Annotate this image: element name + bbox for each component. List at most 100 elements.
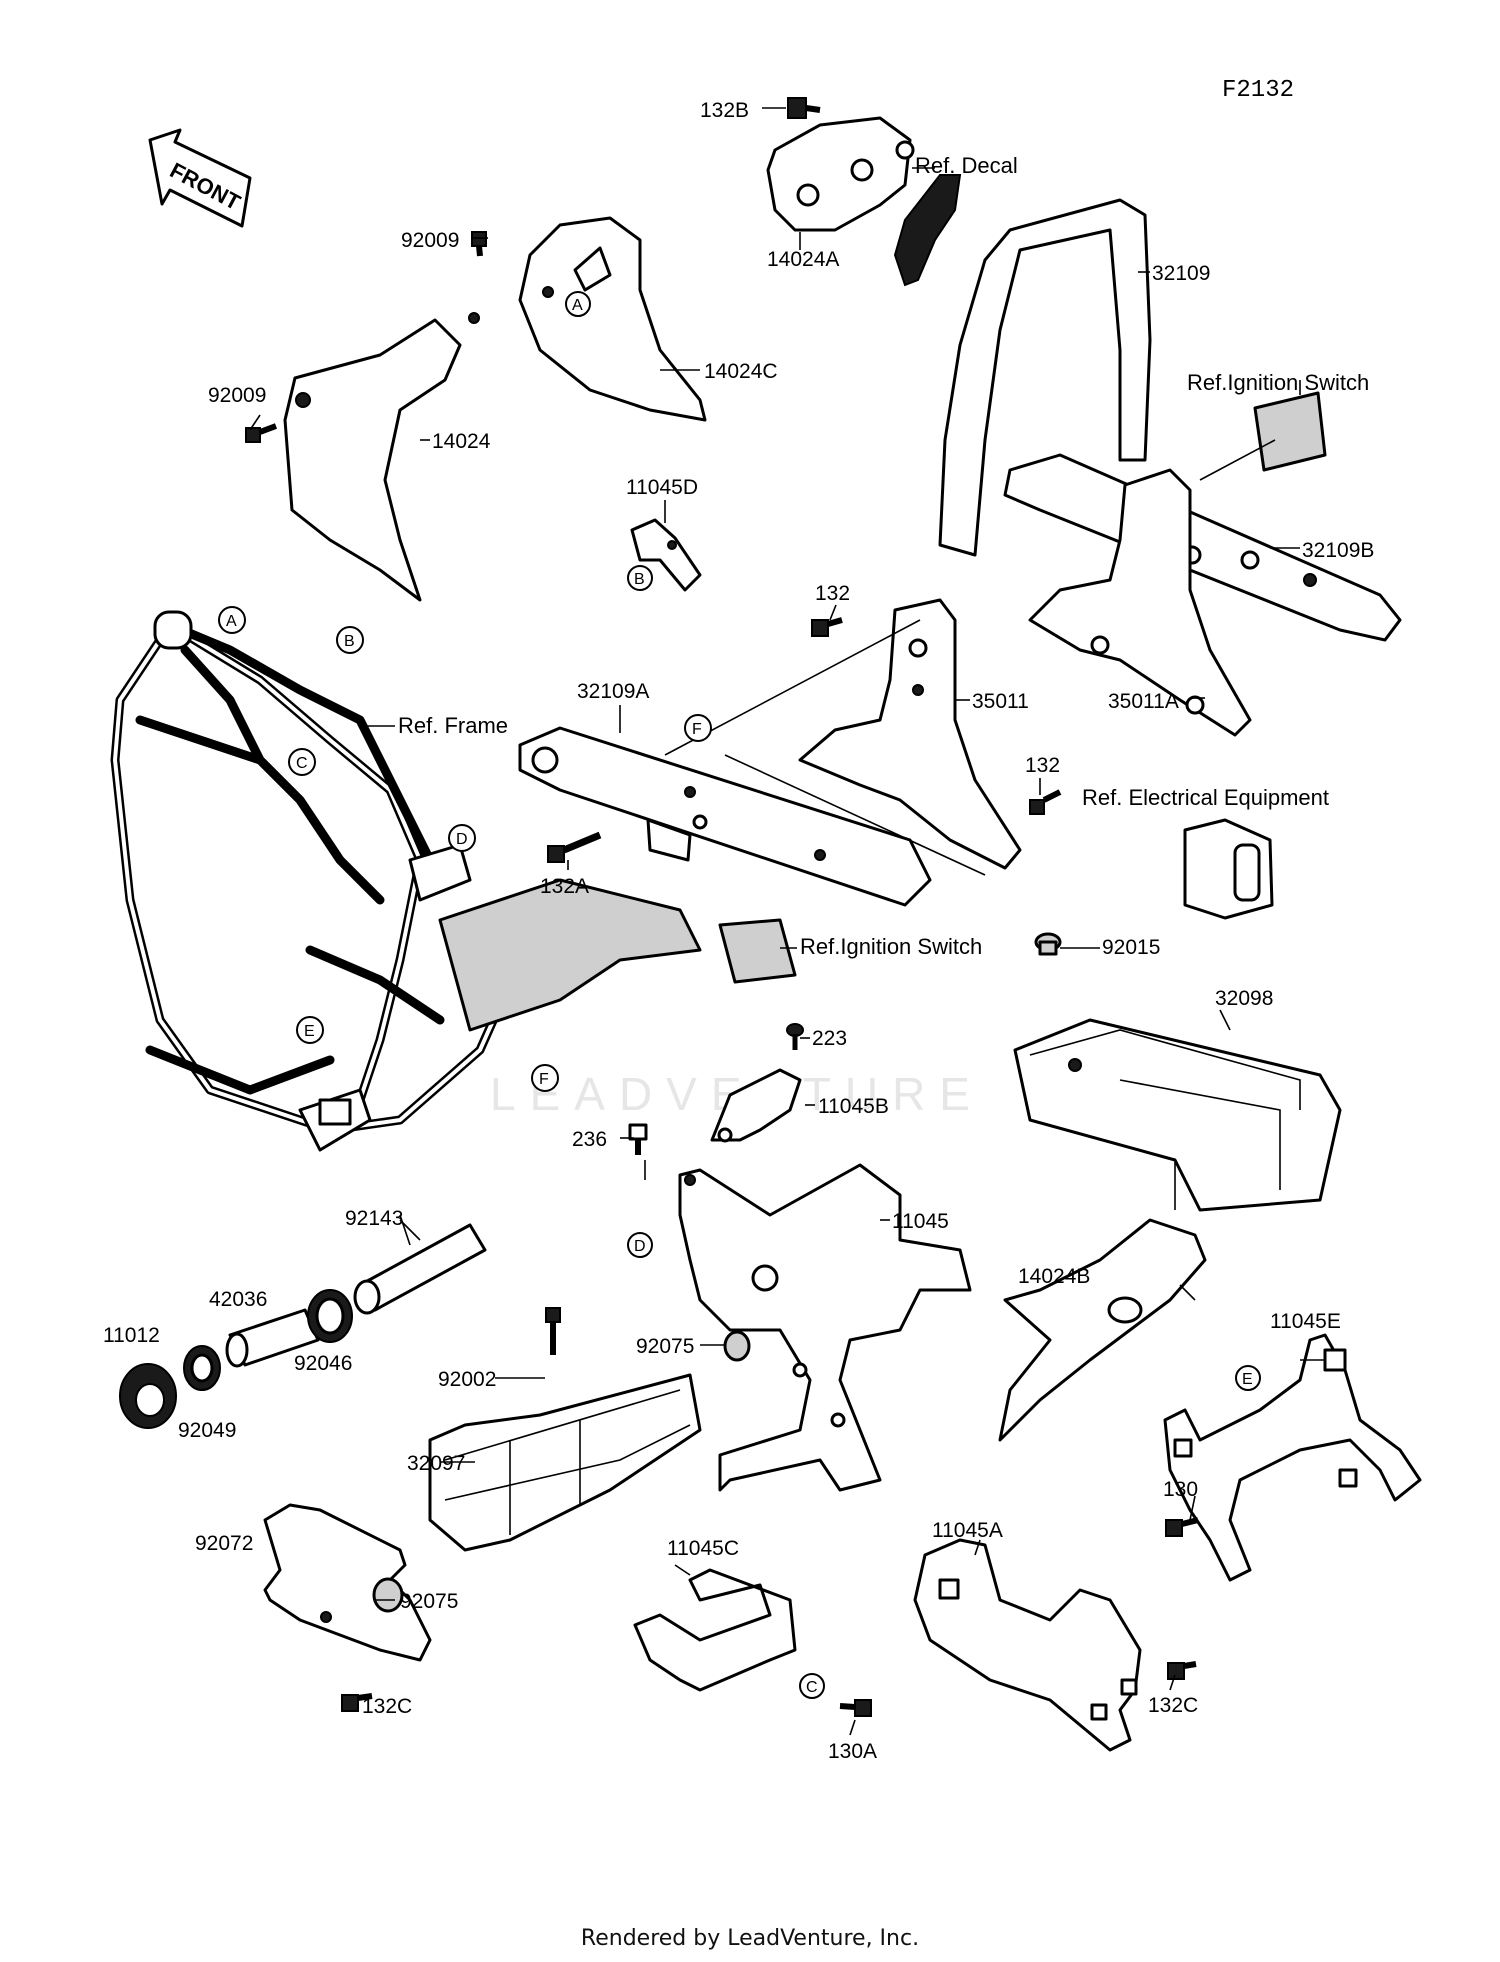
svg-text:E: E [304, 1023, 315, 1040]
decal [893, 174, 962, 287]
fastener-130 [1165, 1517, 1199, 1537]
fastener-92009-a [471, 231, 487, 257]
label-92075-a: 92075 [636, 1335, 694, 1358]
label-ref-decal: Ref. Decal [915, 153, 1018, 178]
label-92143: 92143 [345, 1207, 403, 1230]
label-14024B: 14024B [1018, 1265, 1090, 1288]
plate-35011A [1028, 468, 1252, 737]
label-92049: 92049 [178, 1419, 236, 1442]
label-11045: 11045 [892, 1210, 949, 1233]
label-132-b: 132 [1025, 754, 1060, 777]
bar-32109A [518, 726, 932, 907]
label-32109: 32109 [1152, 262, 1210, 285]
label-35011: 35011 [972, 690, 1029, 713]
svg-text:F: F [539, 1071, 549, 1088]
bracket-11045D [630, 518, 702, 592]
marker-E-1: E [296, 1016, 324, 1044]
label-132C-a: 132C [362, 1695, 412, 1718]
bracket-92072 [263, 1503, 432, 1662]
marker-E-2: E [1235, 1365, 1261, 1391]
label-223: 223 [812, 1027, 847, 1050]
ignition-switch-ref-lower [718, 918, 797, 984]
fastener-92009-b [245, 423, 278, 443]
marker-A-1: A [218, 606, 246, 634]
marker-D-2: D [627, 1232, 653, 1258]
front-arrow-icon: FRONT [148, 128, 252, 228]
svg-text:E: E [1242, 1371, 1253, 1388]
figure-id: F2132 [1222, 77, 1294, 104]
svg-text:D: D [634, 1238, 646, 1255]
marker-A-2: A [565, 291, 591, 317]
footer-credit: Rendered by LeadVenture, Inc. [580, 1926, 920, 1951]
label-92046: 92046 [294, 1352, 352, 1375]
fastener-223 [786, 1023, 804, 1050]
side-cover-14024 [283, 318, 462, 602]
label-92009-b: 92009 [208, 384, 266, 407]
cover-14024A [766, 116, 912, 232]
marker-B-2: B [627, 565, 653, 591]
fastener-92015 [1034, 932, 1062, 956]
label-132C-b: 132C [1148, 1694, 1198, 1717]
frame-assembly [110, 610, 702, 1152]
label-92002: 92002 [438, 1368, 496, 1391]
label-236: 236 [572, 1128, 607, 1151]
label-11045A: 11045A [932, 1519, 1003, 1542]
bolt-92002 [545, 1307, 561, 1355]
svg-text:A: A [226, 613, 237, 630]
svg-text:C: C [806, 1679, 818, 1696]
label-92015: 92015 [1102, 936, 1160, 959]
svg-text:A: A [572, 297, 583, 314]
marker-F-1: F [684, 714, 712, 742]
label-32109B: 32109B [1302, 539, 1374, 562]
fastener-130A [839, 1699, 872, 1717]
label-ref-frame: Ref. Frame [398, 713, 508, 738]
clamp-11045B [710, 1068, 802, 1142]
label-92072: 92072 [195, 1532, 253, 1555]
label-92009-a: 92009 [401, 229, 459, 252]
fastener-132A [547, 831, 602, 863]
label-32097: 32097 [407, 1452, 465, 1475]
marker-C-2: C [799, 1673, 825, 1699]
label-132-a: 132 [815, 582, 850, 605]
fastener-236 [628, 1123, 648, 1155]
backrest-32109 [938, 198, 1152, 557]
svg-text:B: B [344, 633, 355, 650]
plate-35011 [798, 598, 1022, 870]
label-11045D: 11045D [626, 476, 698, 499]
fastener-132-b [1029, 789, 1062, 815]
fastener-132C-b [1167, 1661, 1197, 1680]
label-32109A: 32109A [577, 680, 649, 703]
label-130A: 130A [828, 1740, 877, 1763]
fastener-132B [787, 97, 821, 119]
label-42036: 42036 [209, 1288, 267, 1311]
side-cover-14024C [518, 216, 707, 422]
svg-text:B: B [634, 571, 645, 588]
label-14024C: 14024C [704, 360, 778, 383]
label-11012: 11012 [103, 1324, 160, 1347]
svg-text:D: D [456, 831, 468, 848]
marker-F-2: F [531, 1064, 559, 1092]
ignition-switch-ref-top [1253, 391, 1327, 472]
battery-case-32098 [1013, 1018, 1342, 1212]
label-11045C: 11045C [667, 1537, 739, 1560]
svg-text:F: F [692, 721, 702, 738]
tray-32097 [428, 1373, 702, 1552]
label-ref-electrical-equipment: Ref. Electrical Equipment [1082, 785, 1329, 810]
label-132B: 132B [700, 99, 749, 122]
bracket-11045 [678, 1163, 972, 1492]
label-14024: 14024 [432, 430, 491, 453]
label-35011A: 35011A [1108, 690, 1179, 713]
fastener-132C-a [341, 1693, 373, 1712]
label-130: 130 [1163, 1478, 1198, 1501]
marker-B-1: B [336, 626, 364, 654]
rubber-92075-a [723, 1330, 751, 1362]
label-11045B: 11045B [818, 1095, 889, 1118]
bracket-11045E [1163, 1333, 1422, 1582]
bracket-11045C [633, 1568, 797, 1692]
label-132A: 132A [540, 875, 589, 898]
label-ref-ignition-switch-lower: Ref.Ignition Switch [800, 934, 982, 959]
label-32098: 32098 [1215, 987, 1273, 1010]
marker-C-1: C [288, 748, 316, 776]
marker-D-1: D [448, 824, 476, 852]
